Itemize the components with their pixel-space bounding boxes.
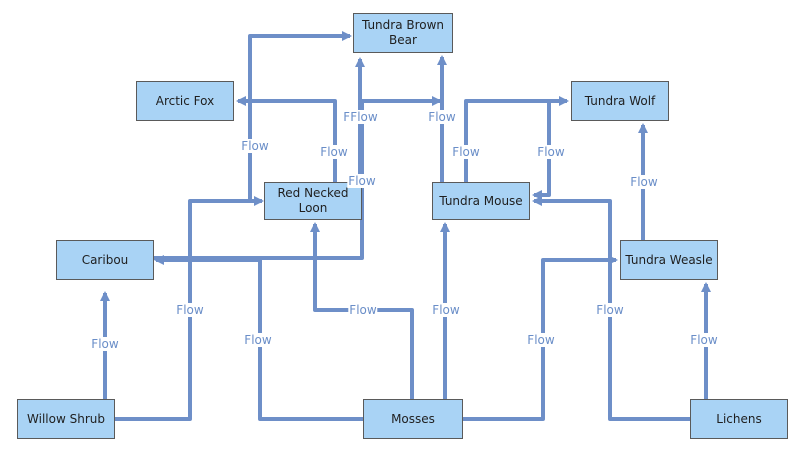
node-arctic-fox[interactable]: Arctic Fox	[136, 81, 234, 121]
node-mosses[interactable]: Mosses	[363, 399, 463, 439]
node-label: Tundra Brown Bear	[361, 18, 445, 47]
node-label: Tundra Mouse	[439, 193, 523, 208]
node-tundra-wolf[interactable]: Tundra Wolf	[571, 81, 669, 121]
flow-label: Flow	[90, 337, 120, 351]
node-label: Red Necked Loon	[277, 186, 349, 215]
node-tundra-brown-bear[interactable]: Tundra Brown Bear	[353, 13, 453, 53]
node-willow-shrub[interactable]: Willow Shrub	[17, 399, 115, 439]
flow-label: Flow	[319, 145, 349, 159]
flow-arrow-fox-to-mouse	[532, 101, 551, 200]
node-lichens[interactable]: Lichens	[690, 399, 788, 439]
node-tundra-mouse[interactable]: Tundra Mouse	[432, 182, 530, 220]
flow-label: Flow	[595, 303, 625, 317]
flow-label: Flow	[431, 303, 461, 317]
node-label: Lichens	[716, 411, 762, 426]
node-caribou[interactable]: Caribou	[56, 240, 154, 280]
flow-arrow-mouse-to-wolf	[464, 96, 569, 182]
node-label: Arctic Fox	[155, 93, 215, 108]
flow-arrow-caribou-to-wolf	[154, 96, 442, 260]
flow-label: Flow	[689, 333, 719, 347]
node-label: Tundra Wolf	[584, 93, 656, 108]
flow-label: Flow	[347, 174, 377, 188]
node-label: Mosses	[391, 411, 435, 426]
flow-label: Flow	[629, 175, 659, 189]
flow-label: Flow	[243, 333, 273, 347]
node-label: Tundra Weasle	[625, 252, 713, 267]
node-label: Willow Shrub	[27, 411, 105, 426]
flow-label: Flow	[451, 145, 481, 159]
flow-label: Flow	[526, 333, 556, 347]
node-red-necked-loon[interactable]: Red Necked Loon	[264, 182, 362, 220]
flow-label: Flow	[536, 145, 566, 159]
flow-label: Flow	[348, 303, 378, 317]
flow-label: Flow	[349, 110, 379, 124]
node-label: Caribou	[81, 252, 129, 267]
flow-label: Flow	[175, 303, 205, 317]
node-tundra-weasle[interactable]: Tundra Weasle	[620, 240, 718, 280]
flow-label: Flow	[427, 110, 457, 124]
flow-label: Flow	[240, 139, 270, 153]
